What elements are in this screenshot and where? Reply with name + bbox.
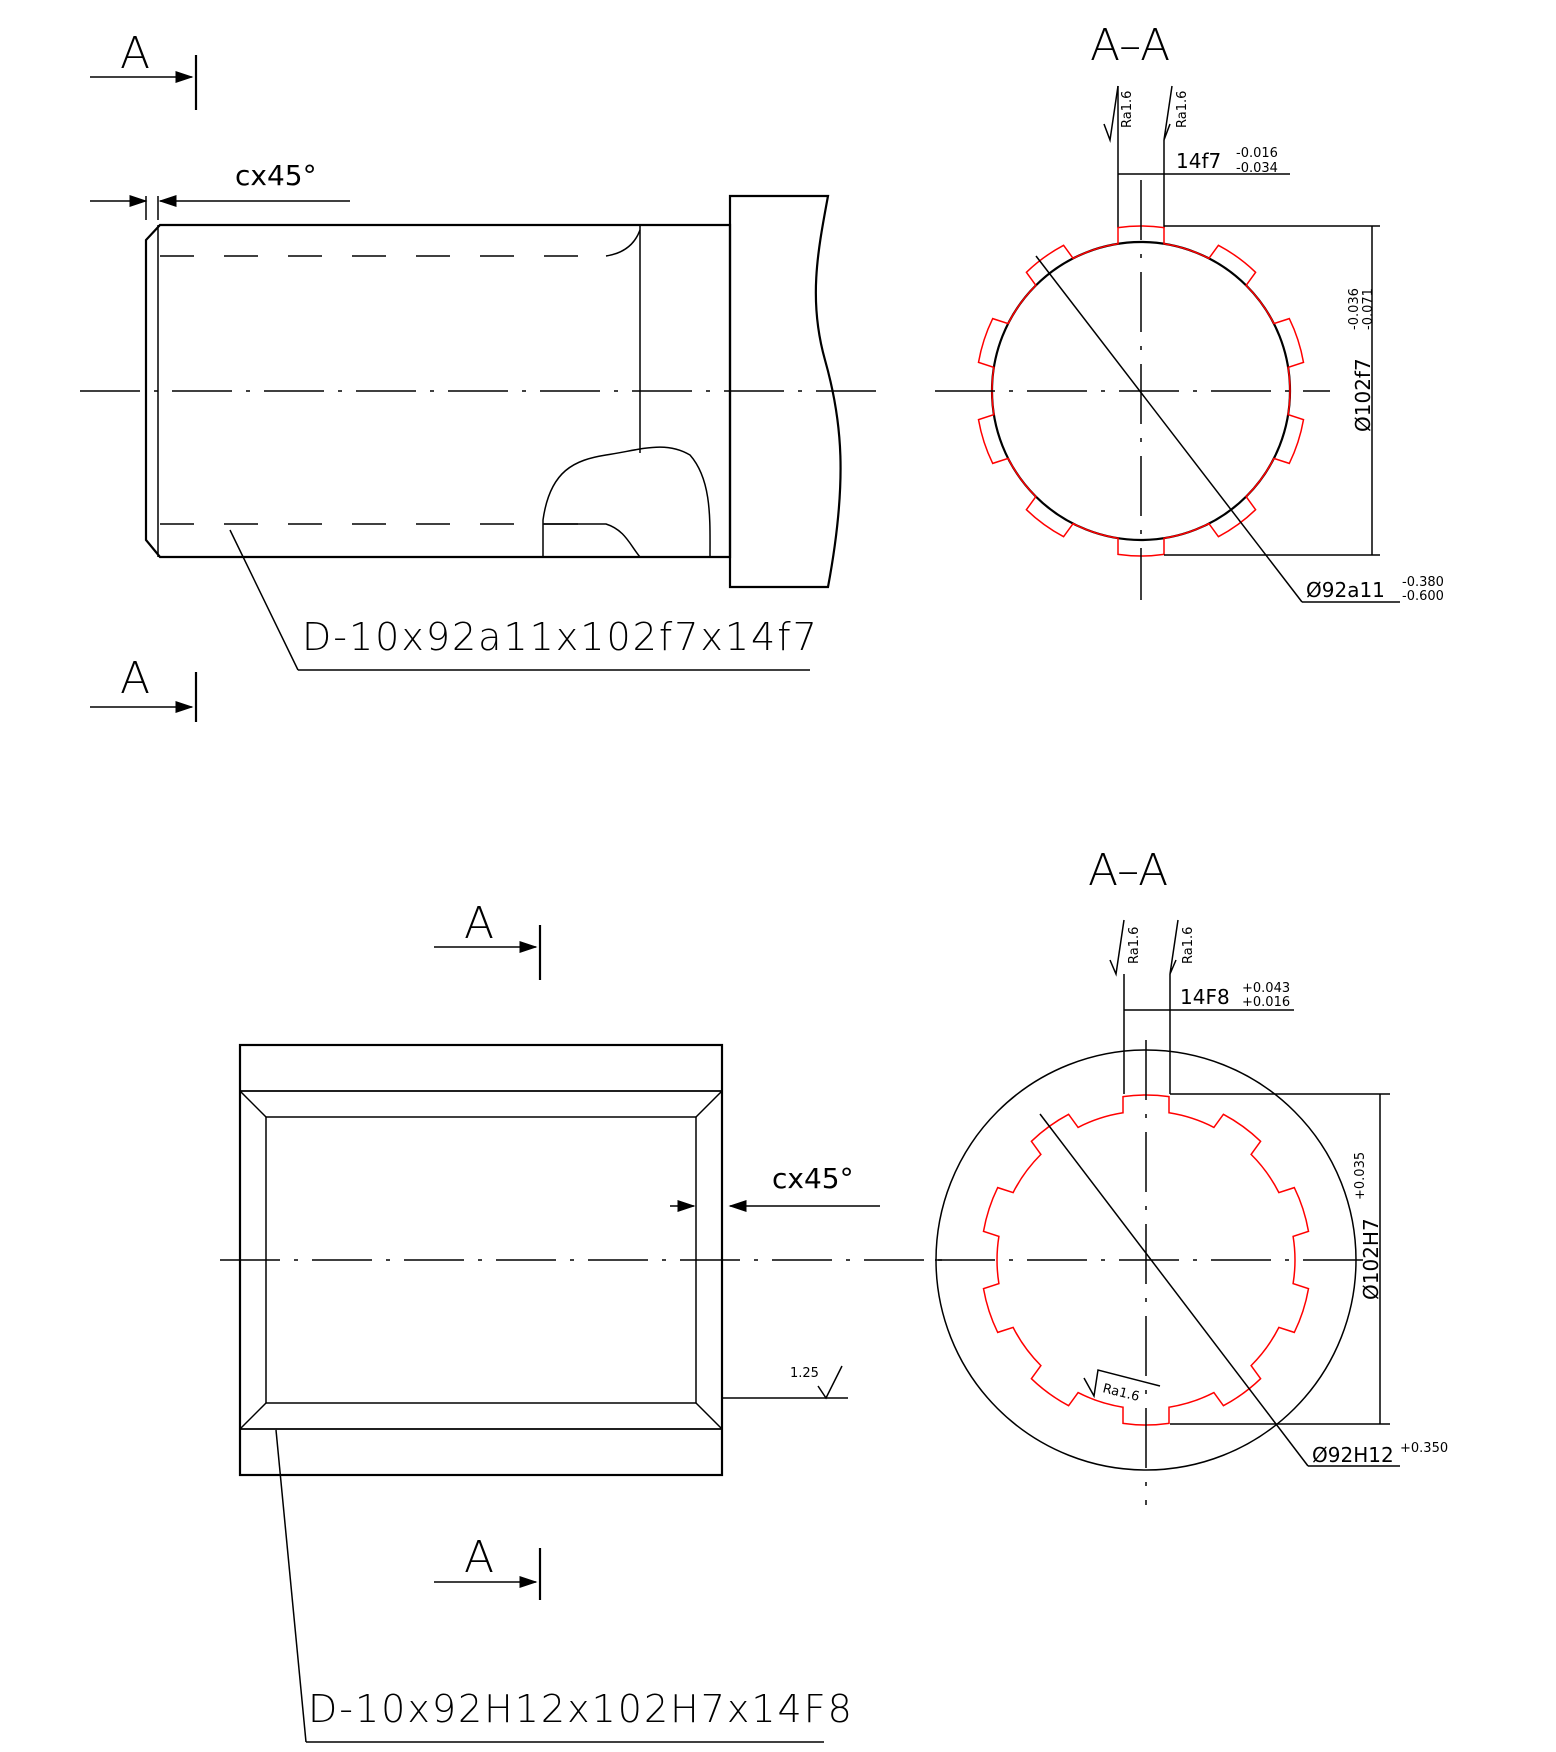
svg-text:Ra1.6: Ra1.6 xyxy=(1127,927,1142,964)
section-marker-bottom: A xyxy=(434,1532,542,1600)
roughness-symbol-left: Ra1.6 xyxy=(1103,85,1135,228)
minor-dia-base: Ø92a11 xyxy=(1306,578,1385,602)
minor-dia-upper: +0.350 xyxy=(1400,1441,1448,1456)
major-dia-base: Ø102H7 xyxy=(1359,1218,1383,1300)
major-diameter-dimension: Ø102f7 -0.036 -0.071 xyxy=(1164,225,1380,556)
key-width-dimension: 14f7 -0.016 -0.034 xyxy=(1118,146,1290,176)
minor-dia-base: Ø92H12 xyxy=(1312,1443,1394,1467)
major-dia-upper: -0.036 xyxy=(1347,288,1362,330)
major-dia-lower: -0.071 xyxy=(1361,288,1376,330)
section-letter: A xyxy=(120,28,150,79)
section-letter: A xyxy=(120,653,150,704)
shaft-section-view: A–A Ra1.6 Ra1.6 14f7 -0.016 -0.034 xyxy=(935,20,1444,604)
chamfer-dimension: cx45° xyxy=(90,159,350,220)
roughness-symbol-left: Ra1.6 xyxy=(1109,919,1142,1094)
shaft-body xyxy=(144,194,842,589)
svg-text:Ra1.6: Ra1.6 xyxy=(1101,1381,1141,1405)
svg-text:Ra1.6: Ra1.6 xyxy=(1175,91,1190,128)
hub-side-view: A A cx45° xyxy=(220,898,945,1743)
width-tol-upper: -0.016 xyxy=(1236,146,1278,161)
width-tol-base: 14f7 xyxy=(1176,149,1221,173)
shaft-spline-outline xyxy=(977,225,1305,557)
section-marker-bottom: A xyxy=(90,653,198,722)
chamfer-label: cx45° xyxy=(772,1162,854,1195)
roughness-symbol-right: Ra1.6 xyxy=(1163,85,1190,228)
hub-spline-designation: D-10x92H12x102H7x14F8 xyxy=(275,1429,854,1743)
section-marker-top: A xyxy=(434,898,542,980)
minor-diameter-dimension: Ø92a11 -0.380 -0.600 xyxy=(1035,255,1444,604)
width-tol-upper: +0.043 xyxy=(1242,981,1290,996)
chamfer-dimension: cx45° xyxy=(670,1162,880,1212)
chamfer-label: cx45° xyxy=(235,159,317,192)
section-title: A–A xyxy=(1090,20,1170,71)
major-diameter-dimension: Ø102H7 +0.035 xyxy=(1170,1093,1390,1425)
width-tol-base: 14F8 xyxy=(1180,985,1230,1009)
shaft-side-view: A A cx45° xyxy=(80,28,876,722)
hub-spline-outline xyxy=(982,1094,1310,1426)
width-tol-lower: -0.034 xyxy=(1236,161,1278,176)
shaft-spline-designation: D-10x92a11x102f7x14f7 xyxy=(229,529,819,671)
svg-text:Ra1.6: Ra1.6 xyxy=(1120,91,1135,128)
section-letter: A xyxy=(464,1532,494,1583)
designation-text: D-10x92a11x102f7x14f7 xyxy=(302,615,819,659)
surface-roughness-value: 1.25 xyxy=(790,1366,819,1381)
shaft-spline-teeth xyxy=(977,225,1305,557)
minor-dia-upper: -0.380 xyxy=(1402,575,1444,590)
major-dia-upper: +0.035 xyxy=(1353,1152,1368,1200)
minor-diameter-dimension: Ø92H12 +0.350 xyxy=(1039,1113,1448,1467)
width-tol-lower: +0.016 xyxy=(1242,995,1290,1010)
major-dia-base: Ø102f7 xyxy=(1351,358,1375,432)
minor-dia-lower: -0.600 xyxy=(1402,589,1444,604)
svg-text:Ra1.6: Ra1.6 xyxy=(1181,927,1196,964)
hub-section-view: A–A Ra1.6 Ra1.6 14F8 +0.043 +0.016 Ø102H… xyxy=(935,845,1448,1505)
section-letter: A xyxy=(464,898,494,949)
roughness-symbol-right: Ra1.6 xyxy=(1169,919,1196,1094)
surface-roughness-symbol: 1.25 xyxy=(722,1365,848,1400)
hub-spline-profile xyxy=(982,1094,1310,1426)
key-width-dimension: 14F8 +0.043 +0.016 xyxy=(1124,981,1294,1011)
designation-text: D-10x92H12x102H7x14F8 xyxy=(308,1687,854,1731)
section-title: A–A xyxy=(1088,845,1168,896)
section-marker-top: A xyxy=(90,28,198,110)
